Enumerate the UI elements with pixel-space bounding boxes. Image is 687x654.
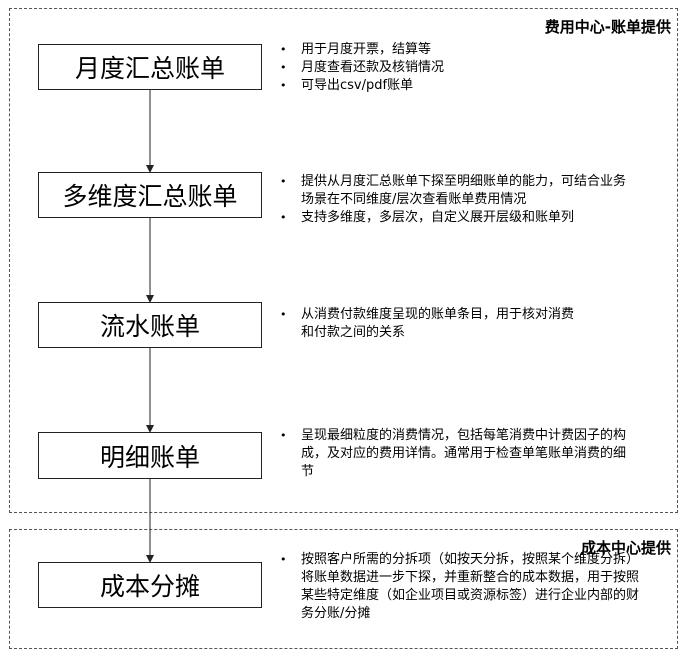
stage-detail-bill: 明细账单 (38, 432, 262, 479)
notes-flow-bill: 从消费付款维度呈现的账单条目，用于核对消费和付款之间的关系 (280, 306, 585, 342)
stage-cost-allocation: 成本分摊 (38, 562, 262, 608)
stage-monthly-summary-bill: 月度汇总账单 (38, 44, 262, 90)
notes-cost-allocation: 按照客户所需的分拆项（如按天分拆，按照某个维度分拆）将账单数据进一步下探，并重新… (280, 551, 642, 623)
notes-multi-dimension-summary-bill: 提供从月度汇总账单下探至明细账单的能力，可结合业务场景在不同维度/层次查看账单费… (280, 173, 630, 227)
billing-center-region: 费用中心-账单提供 (9, 8, 678, 513)
note-item: 月度查看还款及核销情况 (280, 59, 660, 77)
billing-center-title: 费用中心-账单提供 (544, 18, 671, 36)
stage-multi-dimension-summary-bill: 多维度汇总账单 (38, 172, 262, 218)
note-item: 按照客户所需的分拆项（如按天分拆，按照某个维度分拆）将账单数据进一步下探，并重新… (280, 551, 642, 623)
stage-flow-bill: 流水账单 (38, 302, 262, 348)
note-item: 支持多维度，多层次，自定义展开层级和账单列 (280, 209, 630, 227)
note-item: 从消费付款维度呈现的账单条目，用于核对消费和付款之间的关系 (280, 306, 585, 342)
note-item: 用于月度开票，结算等 (280, 41, 660, 59)
notes-detail-bill: 呈现最细粒度的消费情况，包括每笔消费中计费因子的构成，及对应的费用详情。通常用于… (280, 427, 630, 481)
note-item: 呈现最细粒度的消费情况，包括每笔消费中计费因子的构成，及对应的费用详情。通常用于… (280, 427, 630, 481)
note-item: 提供从月度汇总账单下探至明细账单的能力，可结合业务场景在不同维度/层次查看账单费… (280, 173, 630, 209)
notes-monthly-summary-bill: 用于月度开票，结算等 月度查看还款及核销情况 可导出csv/pdf账单 (280, 41, 660, 95)
note-item: 可导出csv/pdf账单 (280, 77, 660, 95)
